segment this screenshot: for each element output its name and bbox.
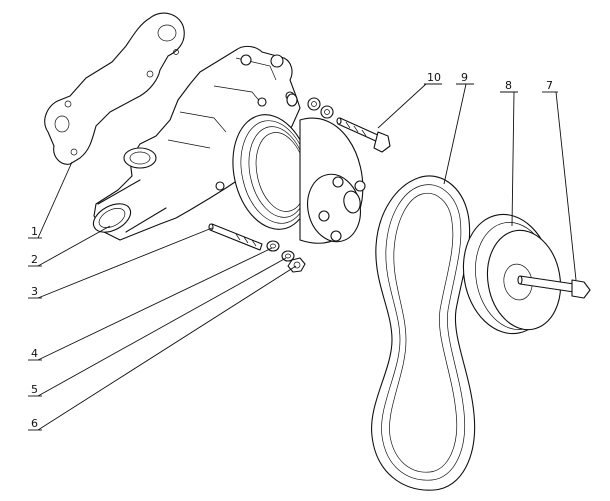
stud-bolt-part-3 [208, 223, 263, 251]
callout-9: 9 [461, 71, 468, 84]
callout-1: 1 [31, 225, 38, 238]
callout-10: 10 [427, 71, 441, 84]
callout-2: 2 [31, 253, 38, 266]
water-pump-housing-part-2 [92, 45, 301, 241]
top-washers [286, 93, 334, 119]
callout-8: 8 [505, 79, 512, 92]
pump-pulley [232, 114, 366, 244]
callout-5: 5 [31, 383, 38, 396]
crank-pulley-part-8 [462, 213, 562, 335]
drive-belt-part-9 [371, 175, 476, 491]
crank-bolt-part-7 [517, 275, 591, 299]
callout-3: 3 [31, 285, 38, 298]
callout-6: 6 [31, 417, 38, 430]
leader-lines [28, 83, 577, 431]
callout-7: 7 [546, 79, 553, 92]
callout-4: 4 [31, 347, 38, 360]
bolt-part-10 [336, 117, 391, 153]
gasket-part-1 [44, 12, 185, 165]
